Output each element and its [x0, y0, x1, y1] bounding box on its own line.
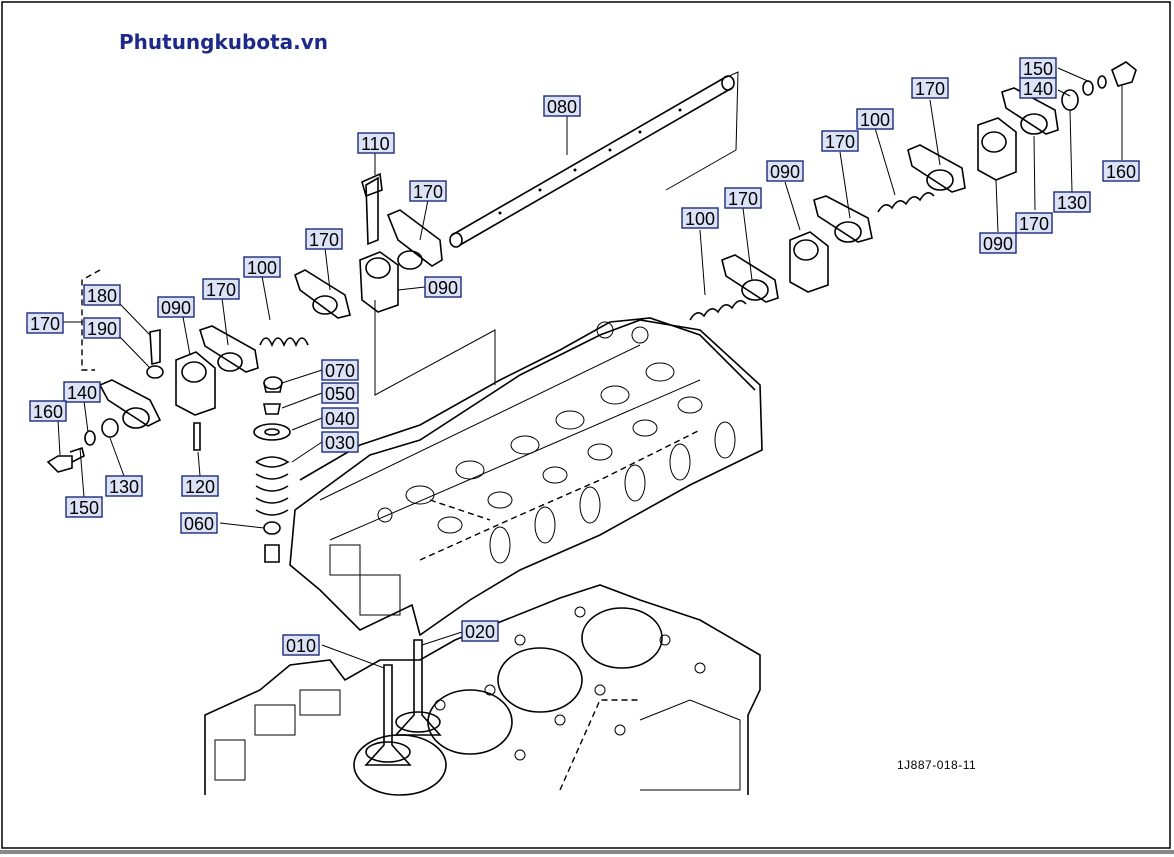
callout-160: 160 [1102, 160, 1140, 182]
svg-text:160: 160 [1106, 162, 1136, 182]
svg-text:160: 160 [33, 402, 63, 422]
callout-090: 090 [424, 276, 462, 298]
svg-text:090: 090 [428, 278, 458, 298]
svg-text:070: 070 [325, 361, 355, 381]
svg-text:170: 170 [825, 132, 855, 152]
callout-040: 040 [321, 407, 359, 429]
callout-170: 170 [724, 187, 762, 209]
svg-text:140: 140 [1023, 79, 1053, 99]
svg-text:170: 170 [206, 280, 236, 300]
callout-070: 070 [321, 359, 359, 381]
svg-text:170: 170 [309, 230, 339, 250]
callout-090: 090 [766, 160, 804, 182]
drawing-code: 1J887-018-11 [897, 758, 977, 772]
callout-020: 020 [461, 620, 499, 642]
callout-050: 050 [321, 382, 359, 404]
callout-010: 010 [282, 634, 320, 656]
svg-text:120: 120 [185, 477, 215, 497]
callout-100: 100 [243, 256, 281, 278]
cylinder-head-drawing [289, 317, 763, 637]
left-rocker-assembly [46, 172, 443, 473]
callout-labels: 080 110 170 170 090 100 170 090 180 170 … [26, 57, 1140, 656]
callout-190: 190 [83, 317, 121, 339]
svg-text:140: 140 [67, 383, 97, 403]
svg-text:100: 100 [685, 209, 715, 229]
callout-110: 110 [357, 132, 395, 154]
svg-text:130: 130 [109, 477, 139, 497]
callout-160: 160 [29, 400, 67, 422]
svg-text:170: 170 [413, 182, 443, 202]
svg-text:180: 180 [87, 286, 117, 306]
leader-bracket-left [374, 300, 496, 396]
callout-100: 100 [681, 207, 719, 229]
callout-180: 180 [83, 284, 121, 306]
svg-text:050: 050 [325, 384, 355, 404]
callout-170: 170 [202, 278, 240, 300]
callout-100: 100 [856, 108, 894, 130]
callout-170: 170 [911, 77, 949, 99]
svg-text:080: 080 [547, 97, 577, 117]
svg-text:100: 100 [247, 258, 277, 278]
cylinder-block-drawing [204, 584, 761, 796]
svg-text:170: 170 [728, 189, 758, 209]
svg-text:090: 090 [770, 162, 800, 182]
callout-080: 080 [543, 95, 581, 117]
brand-watermark: Phutungkubota.vn [119, 30, 329, 54]
callout-170: 170 [409, 180, 447, 202]
callout-090: 090 [157, 296, 195, 318]
svg-text:150: 150 [69, 498, 99, 518]
valve-train [253, 376, 442, 766]
callout-140: 140 [1019, 77, 1057, 99]
callout-170: 170 [26, 312, 64, 334]
callout-060: 060 [180, 512, 218, 534]
callout-170: 170 [821, 130, 859, 152]
svg-text:190: 190 [87, 319, 117, 339]
svg-text:060: 060 [184, 514, 214, 534]
callout-030: 030 [321, 431, 359, 453]
svg-text:170: 170 [915, 79, 945, 99]
callout-150: 150 [65, 496, 103, 518]
svg-text:020: 020 [465, 622, 495, 642]
callout-170: 170 [1015, 212, 1053, 234]
svg-text:030: 030 [325, 433, 355, 453]
svg-text:100: 100 [860, 110, 890, 130]
right-rocker-assembly [689, 61, 1137, 321]
svg-text:090: 090 [161, 298, 191, 318]
svg-text:110: 110 [361, 134, 390, 154]
svg-text:040: 040 [325, 409, 355, 429]
callout-120: 120 [181, 475, 219, 497]
callout-140: 140 [63, 381, 101, 403]
callout-170: 170 [305, 228, 343, 250]
svg-text:150: 150 [1023, 59, 1053, 79]
leader-lines [57, 67, 1123, 669]
svg-text:170: 170 [30, 314, 60, 334]
callout-130: 130 [105, 475, 143, 497]
callout-150: 150 [1019, 57, 1057, 79]
callout-130: 130 [1053, 191, 1091, 213]
svg-text:170: 170 [1019, 214, 1049, 234]
svg-text:130: 130 [1057, 193, 1087, 213]
svg-text:010: 010 [286, 636, 316, 656]
callout-090: 090 [979, 232, 1017, 254]
rocker-shaft [449, 75, 735, 248]
svg-text:090: 090 [983, 234, 1013, 254]
